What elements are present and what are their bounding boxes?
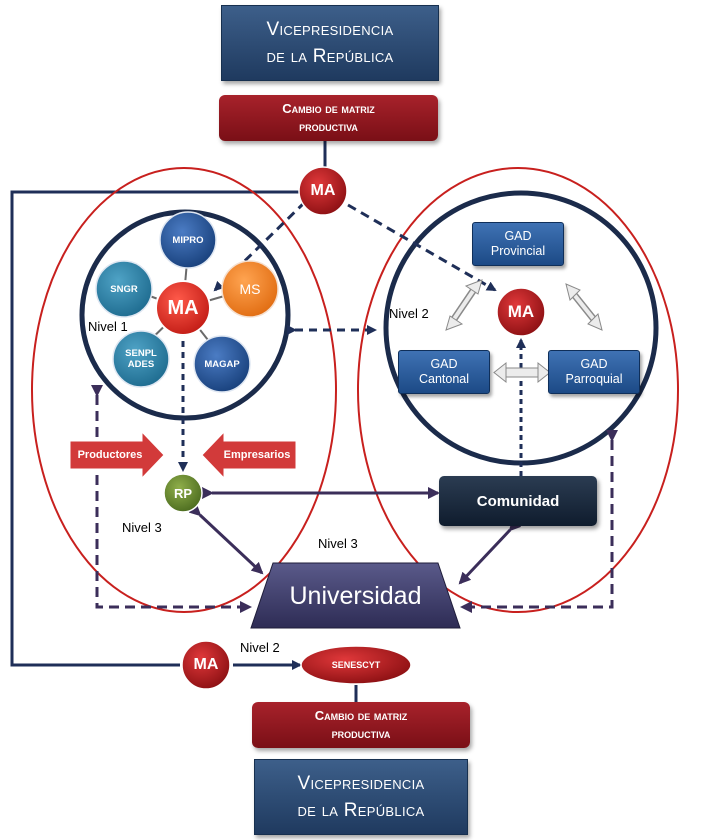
rp-universidad-arrow [188, 503, 264, 575]
gad-provincial-ma-arrow [445, 279, 483, 331]
comunidad-universidad-arrow [458, 518, 522, 585]
productores-label: Productores [77, 449, 143, 461]
ma-nivel2-circle [496, 287, 546, 337]
gad-cantonal: GAD Cantonal [398, 350, 490, 394]
cambio-matriz-top: Cambio de matriz productiva [219, 95, 438, 141]
magap-label: MAGAP [204, 358, 240, 370]
ma-bottom-label: MA [193, 656, 219, 673]
ma-top-label: MA [310, 182, 336, 199]
comunidad-box: Comunidad [439, 476, 597, 526]
rp-label: RP [173, 485, 193, 501]
ma-nivel1-label: MA [167, 296, 199, 319]
cantonal-parroquial-arrow [493, 361, 551, 384]
rp-circle [163, 473, 203, 513]
mipro-label: MIPRO [172, 234, 204, 246]
universidad-label: Universidad [289, 581, 422, 610]
ms-circle [221, 260, 279, 318]
ma-nivel2-label: MA [507, 302, 535, 321]
feedback-loop-line [10, 190, 300, 667]
ma-to-nivel1-dashed [213, 200, 307, 292]
ma-to-nivel2-dashed [347, 203, 497, 292]
vicepresidencia-top: Vicepresidencia de la República [221, 5, 439, 81]
mipro-circle [159, 211, 217, 269]
nivel1-label: Nivel 1 [88, 319, 128, 334]
right-dashed-path [460, 430, 618, 613]
empresarios-label: Empresarios [223, 449, 291, 461]
ma-gad-parroquial-arrow [565, 283, 603, 331]
nivel3-center-label: Nivel 3 [318, 536, 358, 551]
ma-nivel1-circle [155, 280, 211, 336]
cambio-matriz-bottom: Cambio de matriz productiva [252, 702, 470, 748]
ma-top-circle [298, 166, 348, 216]
productores-arrow-shape [69, 430, 165, 480]
senescyt-ellipse [300, 645, 412, 685]
ma-bottom-circle [181, 640, 231, 690]
senplades-circle [112, 330, 170, 388]
magap-circle [193, 335, 251, 393]
universidad-shape [250, 562, 461, 629]
empresarios-arrow-shape [201, 430, 297, 480]
sngr-label: SNGR [110, 283, 138, 295]
nivel2-bottom-label: Nivel 2 [240, 640, 280, 655]
nivel2-label: Nivel 2 [389, 306, 429, 321]
vicepresidencia-bottom: Vicepresidencia de la República [254, 759, 468, 835]
sngr-circle [95, 260, 153, 318]
gad-parroquial: GAD Parroquial [548, 350, 640, 394]
gad-provincial: GAD Provincial [472, 222, 564, 266]
ms-label: MS [239, 281, 261, 297]
nivel3-left-label: Nivel 3 [122, 520, 162, 535]
senescyt-label: SENESCYT [331, 660, 381, 670]
senplades-label: SENPL ADES [125, 348, 157, 370]
